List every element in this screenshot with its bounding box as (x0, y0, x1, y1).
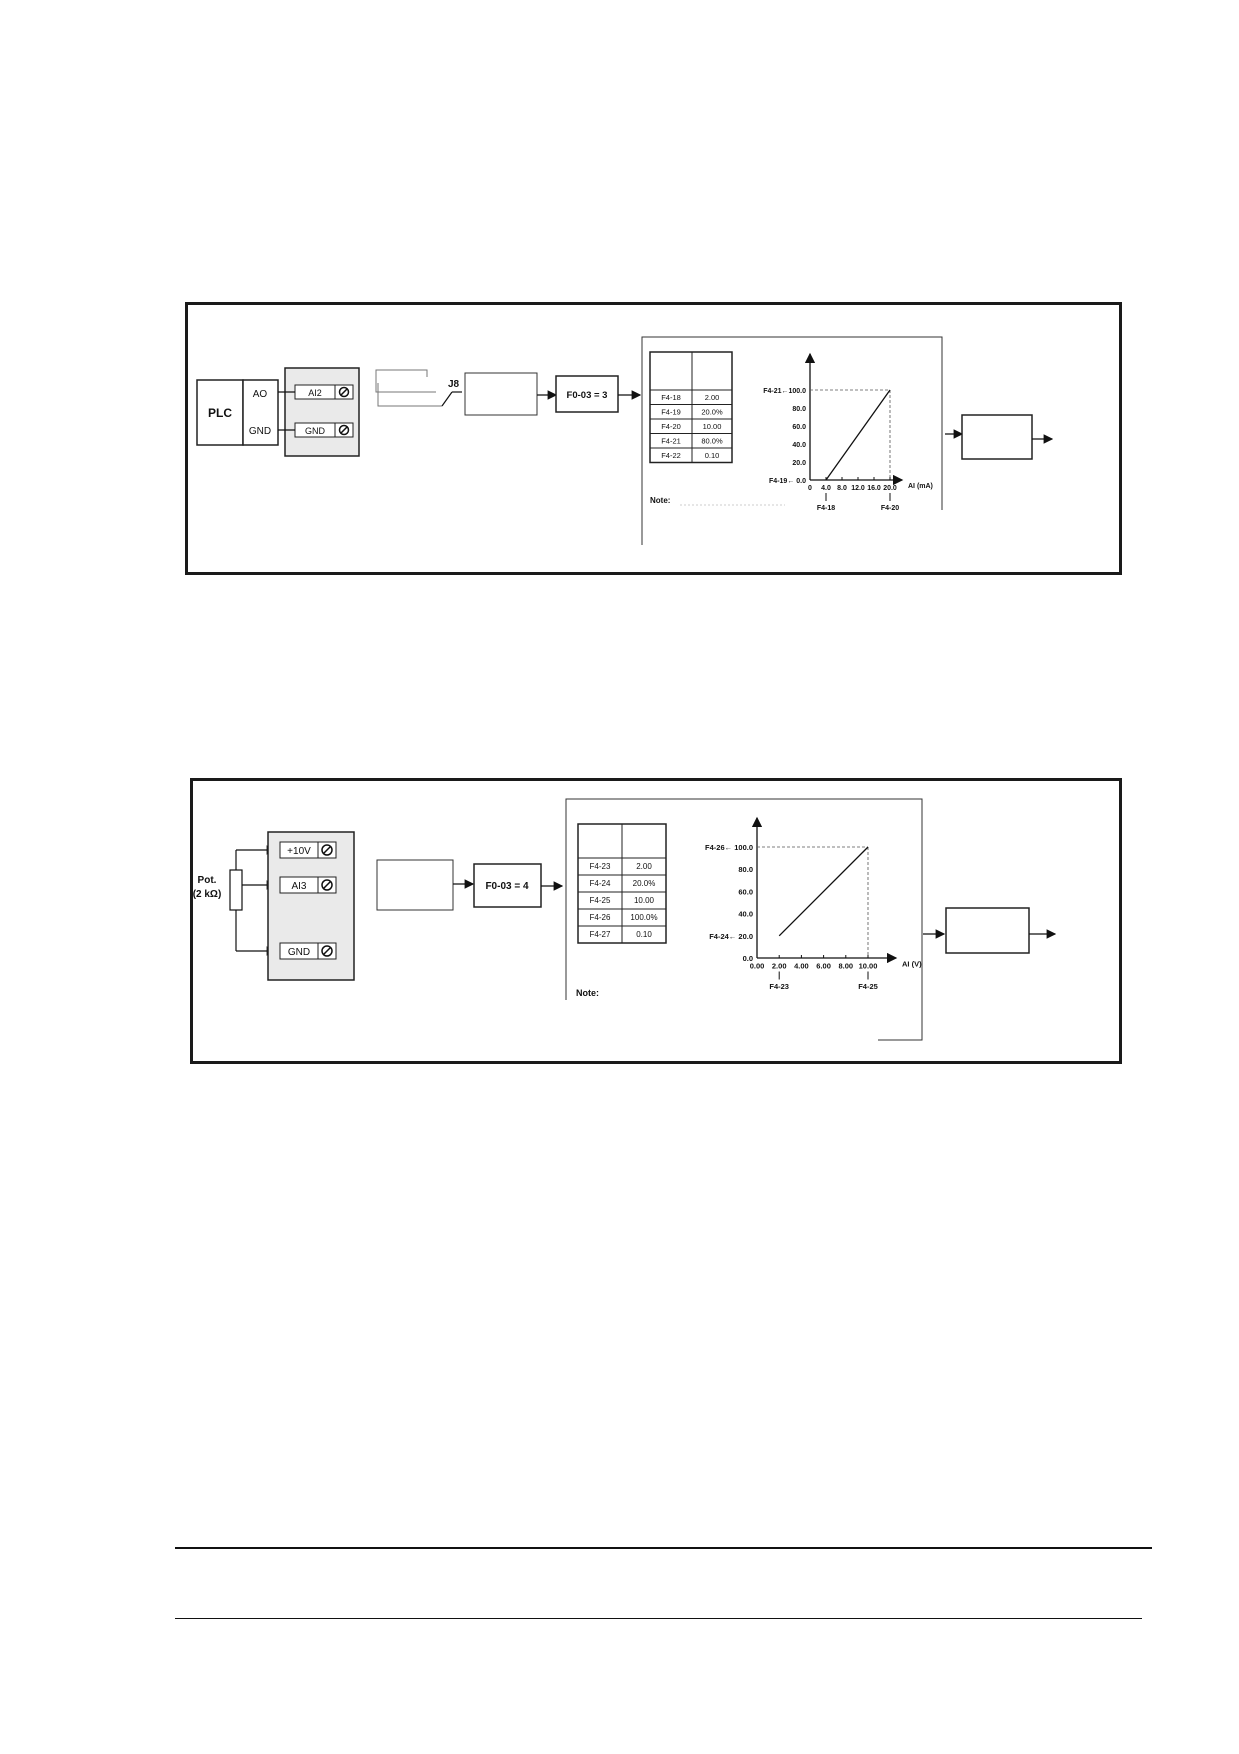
terminal-gnd-label: GND (305, 426, 326, 436)
table-value-cell: 20.0% (633, 879, 656, 888)
y-tick-label: 80.0 (738, 865, 753, 874)
table-param-cell: F4-21 (661, 436, 681, 445)
ao-gnd-box (242, 379, 279, 446)
x-tick-label: 4.00 (794, 962, 809, 971)
note-label-2: Note: (576, 988, 599, 998)
table-param-cell: F4-27 (590, 930, 611, 939)
footer-rule-bottom (175, 1618, 1142, 1619)
x-tick-label: 4.0 (821, 485, 831, 492)
output-box-1 (961, 414, 1033, 460)
table-border (649, 351, 733, 464)
note-label-1: Note: (650, 496, 670, 505)
table-value-cell: 2.00 (636, 862, 652, 871)
curve-line (825, 389, 891, 481)
screw-icon (321, 945, 333, 957)
x-marker-label: F4-23 (769, 982, 789, 991)
x-tick-label: 8.0 (837, 485, 847, 492)
terminal-ai3-label: AI3 (291, 881, 306, 892)
table-value-cell: 10.00 (703, 422, 722, 431)
table-param-cell: F4-22 (661, 451, 681, 460)
y-min-label: F4-24← 20.0 (709, 932, 753, 941)
x-marker-label: F4-20 (881, 505, 899, 512)
footer-rule-top (175, 1547, 1152, 1549)
x-tick-label: 8.00 (838, 962, 853, 971)
x-axis-label: AI (V) (902, 960, 922, 969)
x-marker-label: F4-18 (817, 505, 835, 512)
potentiometer-symbol (229, 869, 243, 911)
screw-icon (338, 424, 350, 436)
y-tick-label: 60.0 (738, 887, 753, 896)
table-value-cell: 2.00 (705, 393, 720, 402)
output-box-2 (945, 907, 1030, 954)
table-param-cell: F4-23 (590, 862, 611, 871)
x-tick-label: 12.0 (851, 485, 865, 492)
terminal-block-1 (284, 367, 360, 457)
x-tick-label: 20.0 (883, 485, 897, 492)
table-value-cell: 20.0% (701, 407, 723, 416)
y-zero-label: 0.0 (743, 954, 753, 963)
y-tick-label: 20.0 (792, 460, 806, 467)
y-tick-label: 60.0 (792, 424, 806, 431)
curve-graph-2: F4-26← 100.0 80.0 60.0 40.0F4-24← 20.0 0.00.… (705, 816, 922, 991)
selector-box-1 (555, 375, 619, 413)
y-tick-label: 40.0 (792, 442, 806, 449)
diagram-2: Pot. (2 kΩ) +10V AI3 GND F0-03 = 4 Note: (193, 798, 1057, 1041)
terminal-gnd-2-label: GND (288, 947, 310, 958)
table-param-cell: F4-24 (590, 879, 611, 888)
y-max-label: F4-21←100.0 (763, 388, 806, 395)
plc-label: PLC (208, 406, 232, 420)
x-tick-label: 2.00 (772, 962, 787, 971)
pot-value: (2 kΩ) (193, 889, 222, 900)
gnd-label: GND (249, 426, 271, 437)
y-min-label: F4-19← 0.0 (769, 478, 806, 485)
y-tick-label: 80.0 (792, 406, 806, 413)
x-tick-label: 10.00 (859, 962, 878, 971)
table-value-cell: 80.0% (701, 436, 723, 445)
curve-panel-2 (565, 798, 923, 1041)
jumper-label: J8 (448, 379, 460, 390)
terminal-10v-label: +10V (287, 846, 311, 857)
ao-label: AO (253, 389, 268, 400)
curve-panel-1 (641, 336, 943, 545)
table-param-cell: F4-26 (590, 913, 611, 922)
selector-label-1: F0-03 = 3 (567, 390, 608, 401)
diagram-1: PLC AO GND AI2 GND J8 F0 (196, 336, 1054, 545)
table-param-cell: F4-18 (661, 393, 681, 402)
y-max-label: F4-26← 100.0 (705, 843, 753, 852)
screw-icon (321, 844, 333, 856)
terminal-ai2-label: AI2 (308, 388, 322, 398)
screw-icon (338, 386, 350, 398)
x-tick-label: 6.00 (816, 962, 831, 971)
pot-label: Pot. (198, 875, 217, 886)
processing-box-2 (376, 859, 454, 911)
table-value-cell: 10.00 (634, 896, 655, 905)
x-axis-label: AI (mA) (908, 483, 933, 490)
processing-box-1 (464, 372, 538, 416)
table-value-cell: 0.10 (636, 930, 652, 939)
screw-icon (321, 879, 333, 891)
table-param-cell: F4-25 (590, 896, 611, 905)
x-tick-label: 0.00 (750, 962, 765, 971)
curve-line (778, 846, 869, 937)
table-param-cell: F4-19 (661, 407, 681, 416)
x-tick-label: 0 (808, 485, 812, 492)
x-tick-label: 16.0 (867, 485, 881, 492)
selector-box-2 (473, 863, 542, 908)
x-marker-label: F4-25 (858, 982, 878, 991)
plc-box (196, 379, 244, 446)
table-value-cell: 0.10 (705, 451, 720, 460)
table-param-cell: F4-20 (661, 422, 681, 431)
table-value-cell: 100.0% (630, 913, 657, 922)
jumper-j8: J8 (375, 369, 462, 407)
selector-label-2: F0-03 = 4 (485, 881, 529, 892)
y-tick-label: 40.0 (738, 910, 753, 919)
